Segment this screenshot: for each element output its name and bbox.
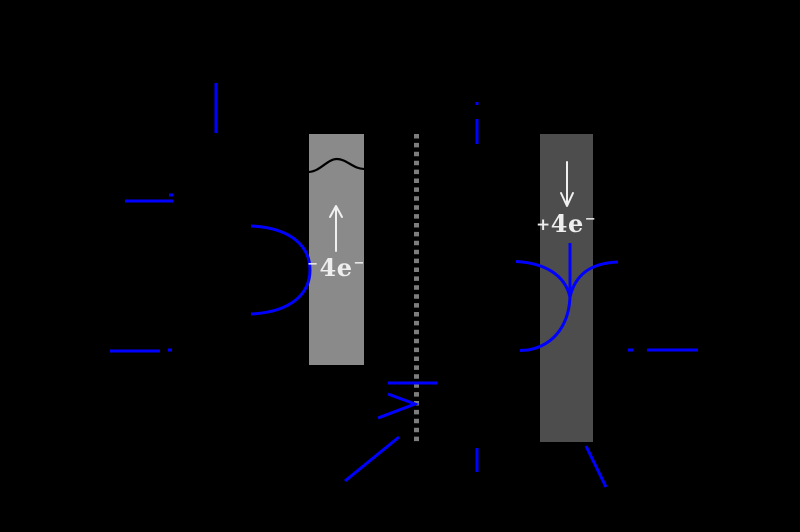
trident-left-arc bbox=[515, 260, 572, 298]
right-label-superscript-minus: − bbox=[584, 212, 597, 227]
electron-flow-up-arrow-icon bbox=[329, 205, 343, 252]
right-electrode-label: +4e− bbox=[536, 212, 596, 236]
trident-right-arc bbox=[568, 260, 619, 298]
wire-bottom-left-diagonal bbox=[344, 435, 400, 483]
membrane-chevron bbox=[377, 392, 420, 420]
right-label-main: 4e bbox=[550, 209, 584, 238]
left-electrode-flow-arc bbox=[250, 224, 312, 316]
flow-lines-group bbox=[110, 83, 698, 488]
annotation-arrows-group bbox=[329, 161, 574, 252]
electron-flow-down-arrow-icon bbox=[560, 161, 574, 207]
wire-bottom-right-diagonal bbox=[584, 445, 608, 488]
left-label-minus-prefix: − bbox=[307, 257, 319, 272]
water-level-wave bbox=[307, 157, 367, 174]
left-label-main: 4e bbox=[319, 253, 353, 282]
right-label-plus-prefix: + bbox=[536, 215, 551, 235]
left-label-superscript-minus: − bbox=[353, 256, 365, 271]
left-electrode-label: −4e− bbox=[306, 256, 366, 280]
